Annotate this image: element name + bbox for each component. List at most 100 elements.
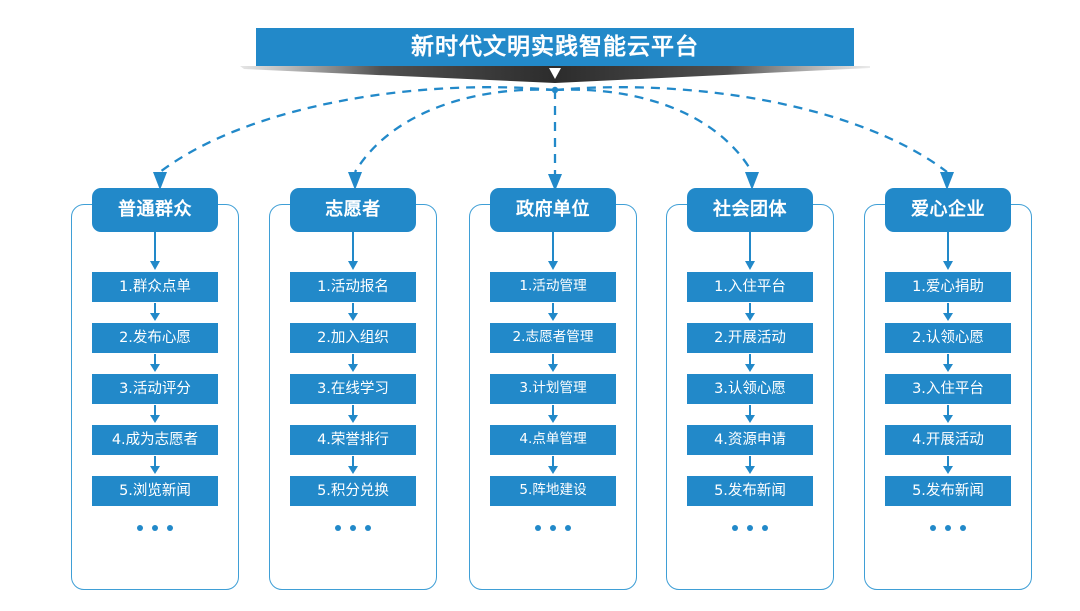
connector-arrowhead-0 (153, 172, 167, 190)
flow-step-label: 1.活动管理 (519, 278, 587, 295)
flow-step-0-1[interactable]: 1.群众点单 (92, 272, 218, 302)
flow-step-label: 5.浏览新闻 (119, 482, 191, 499)
flow-step-0-2[interactable]: 2.发布心愿 (92, 323, 218, 353)
flow-step-label: 5.积分兑换 (317, 482, 389, 499)
step-arrow-icon (942, 455, 954, 476)
flow-step-2-4[interactable]: 4.点单管理 (490, 425, 616, 455)
step-arrow-icon (744, 404, 756, 425)
step-arrow-icon (149, 302, 161, 323)
column-header-4[interactable]: 爱心企业 (885, 188, 1011, 232)
step-arrow-icon (942, 302, 954, 323)
column-header-0[interactable]: 普通群众 (92, 188, 218, 232)
column-header-label: 社会团体 (713, 199, 787, 220)
flow-step-0-4[interactable]: 4.成为志愿者 (92, 425, 218, 455)
role-column-社会团体[interactable]: 社会团体 1.入住平台 2.开展活动 3.认领心愿 4 (666, 188, 834, 590)
flow-step-2-5[interactable]: 5.阵地建设 (490, 476, 616, 506)
column-body: 1.群众点单 2.发布心愿 3.活动评分 4.成为志愿者 5.浏览新闻 (71, 232, 239, 533)
column-header-2[interactable]: 政府单位 (490, 188, 616, 232)
column-header-label: 政府单位 (516, 199, 590, 220)
flow-step-3-2[interactable]: 2.开展活动 (687, 323, 813, 353)
more-items-ellipsis-icon (535, 523, 571, 533)
role-column-普通群众[interactable]: 普通群众 1.群众点单 2.发布心愿 3.活动评分 4 (71, 188, 239, 590)
step-arrow-icon (347, 455, 359, 476)
flow-step-label: 1.入住平台 (714, 278, 786, 295)
flow-step-4-3[interactable]: 3.入住平台 (885, 374, 1011, 404)
column-body: 1.入住平台 2.开展活动 3.认领心愿 4.资源申请 5.发布新闻 (666, 232, 834, 533)
role-column-政府单位[interactable]: 政府单位 1.活动管理 2.志愿者管理 3.计划管理 (469, 188, 637, 590)
step-arrow-icon (149, 353, 161, 374)
step-arrow-icon (547, 353, 559, 374)
flow-step-label: 4.荣誉排行 (317, 431, 389, 448)
flow-step-label: 1.爱心捐助 (912, 278, 984, 295)
flow-step-1-5[interactable]: 5.积分兑换 (290, 476, 416, 506)
flow-step-4-1[interactable]: 1.爱心捐助 (885, 272, 1011, 302)
flow-step-3-4[interactable]: 4.资源申请 (687, 425, 813, 455)
platform-title-banner: 新时代文明实践智能云平台 (256, 28, 854, 66)
step-arrow-icon (347, 404, 359, 425)
connector-hub-dot (551, 86, 559, 94)
header-to-first-arrow-icon (149, 232, 161, 272)
connector-arrowhead-2 (548, 174, 562, 191)
flow-step-label: 2.认领心愿 (912, 329, 984, 346)
flow-step-label: 3.认领心愿 (714, 380, 786, 397)
more-items-ellipsis-icon (137, 523, 173, 533)
column-header-label: 普通群众 (118, 199, 192, 220)
step-arrow-icon (744, 353, 756, 374)
step-arrow-icon (942, 404, 954, 425)
header-to-first-arrow-icon (744, 232, 756, 272)
column-body: 1.活动报名 2.加入组织 3.在线学习 4.荣誉排行 5.积分兑换 (269, 232, 437, 533)
flow-step-label: 4.点单管理 (519, 431, 587, 448)
step-arrow-icon (744, 302, 756, 323)
connector-arrowhead-1 (348, 172, 362, 190)
flow-step-label: 2.志愿者管理 (512, 329, 594, 346)
flow-step-1-4[interactable]: 4.荣誉排行 (290, 425, 416, 455)
flow-step-label: 3.计划管理 (519, 380, 587, 397)
flow-step-label: 3.入住平台 (912, 380, 984, 397)
flow-step-label: 4.成为志愿者 (111, 431, 199, 448)
flow-step-0-5[interactable]: 5.浏览新闻 (92, 476, 218, 506)
flow-step-label: 3.在线学习 (317, 380, 389, 397)
flow-step-label: 1.群众点单 (119, 278, 191, 295)
step-arrow-icon (547, 404, 559, 425)
role-column-志愿者[interactable]: 志愿者 1.活动报名 2.加入组织 3.在线学习 4. (269, 188, 437, 590)
step-arrow-icon (547, 455, 559, 476)
role-column-爱心企业[interactable]: 爱心企业 1.爱心捐助 2.认领心愿 3.入住平台 4 (864, 188, 1032, 590)
column-header-label: 爱心企业 (911, 199, 985, 220)
connector-to-col-0 (159, 86, 556, 173)
flow-step-3-3[interactable]: 3.认领心愿 (687, 374, 813, 404)
connector-arrowhead-3 (745, 172, 759, 190)
flow-step-2-2[interactable]: 2.志愿者管理 (490, 323, 616, 353)
flow-step-3-1[interactable]: 1.入住平台 (687, 272, 813, 302)
flow-step-4-2[interactable]: 2.认领心愿 (885, 323, 1011, 353)
flow-step-1-3[interactable]: 3.在线学习 (290, 374, 416, 404)
step-arrow-icon (149, 455, 161, 476)
flow-step-label: 5.发布新闻 (714, 482, 786, 499)
flow-step-4-4[interactable]: 4.开展活动 (885, 425, 1011, 455)
flow-step-1-1[interactable]: 1.活动报名 (290, 272, 416, 302)
step-arrow-icon (942, 353, 954, 374)
column-header-1[interactable]: 志愿者 (290, 188, 416, 232)
more-items-ellipsis-icon (930, 523, 966, 533)
flow-step-2-1[interactable]: 1.活动管理 (490, 272, 616, 302)
flow-step-label: 2.加入组织 (317, 329, 389, 346)
flow-step-label: 3.活动评分 (119, 380, 191, 397)
step-arrow-icon (347, 302, 359, 323)
flow-step-label: 2.开展活动 (714, 329, 786, 346)
flow-step-1-2[interactable]: 2.加入组织 (290, 323, 416, 353)
step-arrow-icon (744, 455, 756, 476)
column-header-3[interactable]: 社会团体 (687, 188, 813, 232)
connector-to-col-4 (554, 86, 948, 173)
flow-step-4-5[interactable]: 5.发布新闻 (885, 476, 1011, 506)
more-items-ellipsis-icon (732, 523, 768, 533)
flow-step-3-5[interactable]: 5.发布新闻 (687, 476, 813, 506)
header-to-first-arrow-icon (942, 232, 954, 272)
flow-step-2-3[interactable]: 3.计划管理 (490, 374, 616, 404)
more-items-ellipsis-icon (335, 523, 371, 533)
flow-step-0-3[interactable]: 3.活动评分 (92, 374, 218, 404)
connector-to-col-1 (354, 88, 556, 173)
column-body: 1.爱心捐助 2.认领心愿 3.入住平台 4.开展活动 5.发布新闻 (864, 232, 1032, 533)
flow-step-label: 4.开展活动 (912, 431, 984, 448)
title-ribbon-shadow (240, 66, 870, 83)
